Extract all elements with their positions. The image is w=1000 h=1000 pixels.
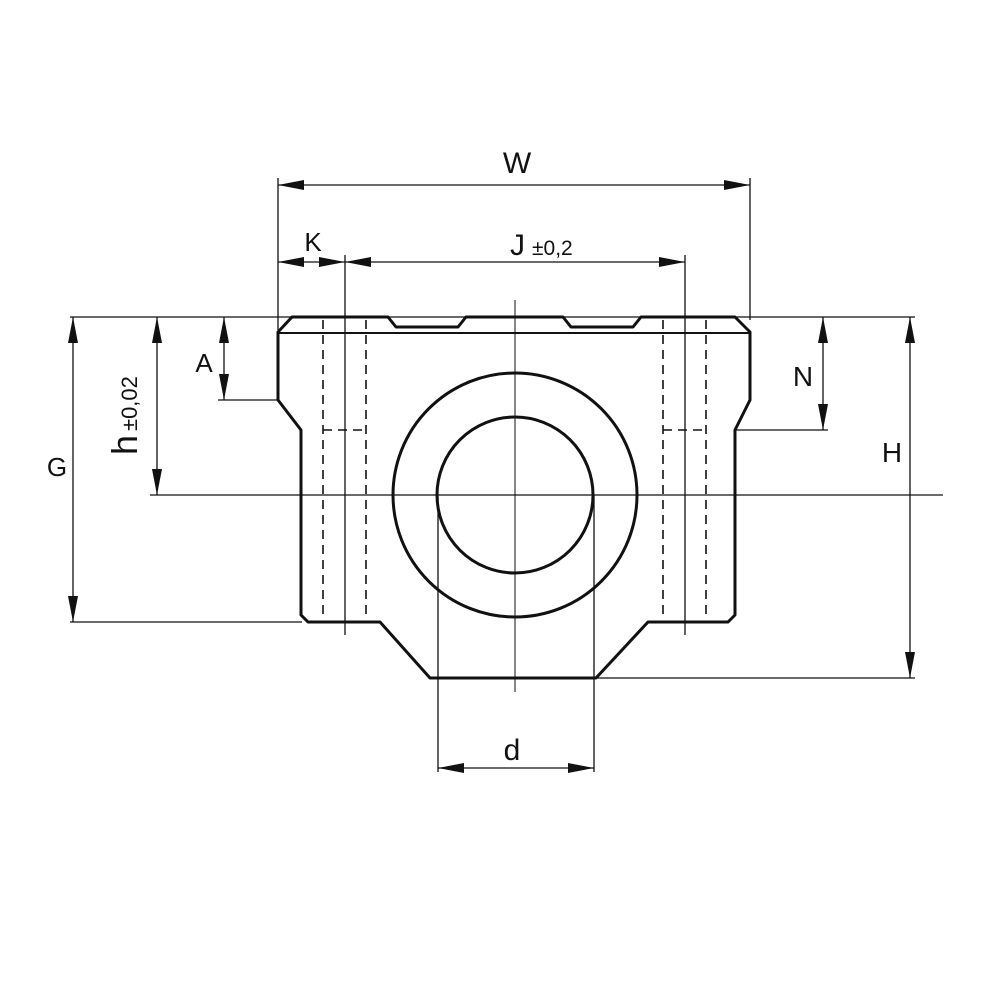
label-h-small-tolerance: ±0,02: [117, 376, 142, 431]
inner-bore-circle: [435, 415, 595, 575]
label-h-small: h: [104, 435, 145, 455]
dimension-lines: [68, 180, 915, 773]
label-j-tolerance: ±0,2: [532, 237, 573, 260]
hidden-mounting-holes: [322, 320, 707, 620]
extension-lines: [70, 178, 943, 772]
outer-bore-circle: [391, 371, 639, 619]
dimension-labels: W K J ±0,2 A G h ±0,02 N H d: [47, 147, 902, 767]
bearing-bore: [391, 371, 639, 619]
label-h-large: H: [882, 437, 902, 468]
label-g: G: [47, 452, 67, 482]
label-h-small-group: h ±0,02: [104, 376, 145, 455]
label-w: W: [503, 147, 532, 180]
label-a: A: [195, 348, 213, 378]
label-n: N: [793, 361, 813, 392]
block-outline: [276, 315, 752, 680]
label-d: d: [504, 734, 521, 767]
label-j: J: [510, 229, 525, 262]
label-k: K: [304, 227, 322, 257]
